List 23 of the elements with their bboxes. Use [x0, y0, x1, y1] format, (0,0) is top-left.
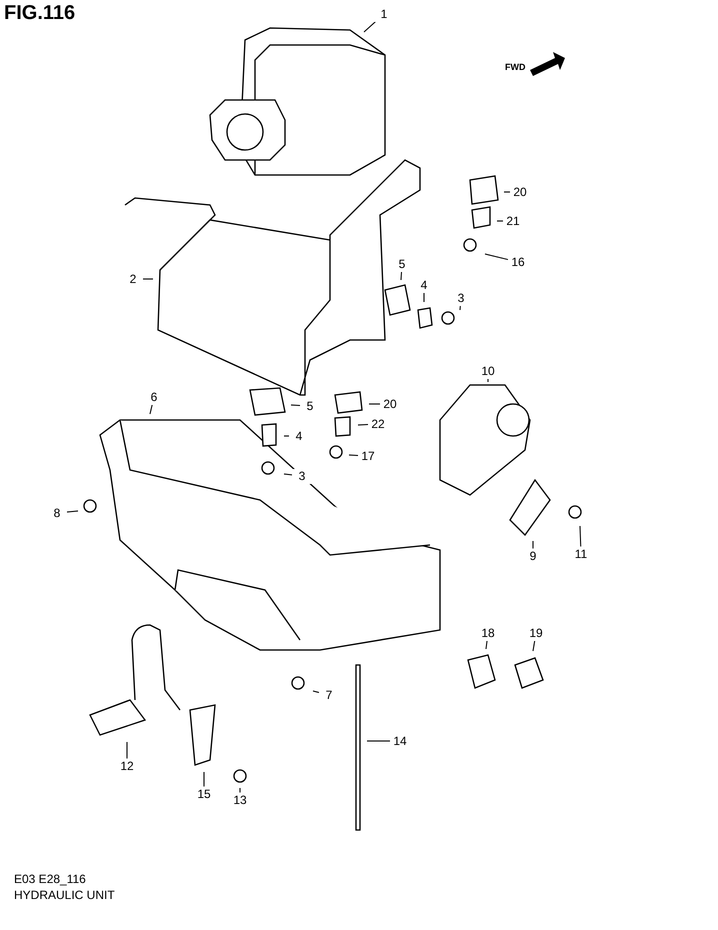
section-title: HYDRAULIC UNIT [14, 888, 115, 902]
figure-title: FIG.116 [4, 2, 76, 25]
part-code: E03 E28_116 [14, 872, 86, 886]
leader-line [358, 424, 368, 426]
leader-line [484, 254, 508, 260]
leader-line [532, 640, 536, 652]
leader-line [486, 640, 488, 650]
leader-line [532, 540, 534, 549]
leader-line [580, 526, 582, 547]
leader-line [66, 510, 78, 513]
leader-line [284, 474, 292, 476]
leader-line [312, 690, 320, 693]
leader-line [364, 21, 376, 32]
leader-line [366, 740, 390, 742]
leader-line [496, 220, 504, 222]
leader-line [290, 404, 300, 406]
leader-line [142, 278, 154, 280]
leader-line [400, 271, 402, 280]
callout-number: 3 [292, 468, 312, 484]
leader-line [348, 454, 358, 456]
direction-label: FWD [505, 62, 526, 72]
leader-line [126, 742, 128, 759]
leader-line [150, 404, 153, 414]
